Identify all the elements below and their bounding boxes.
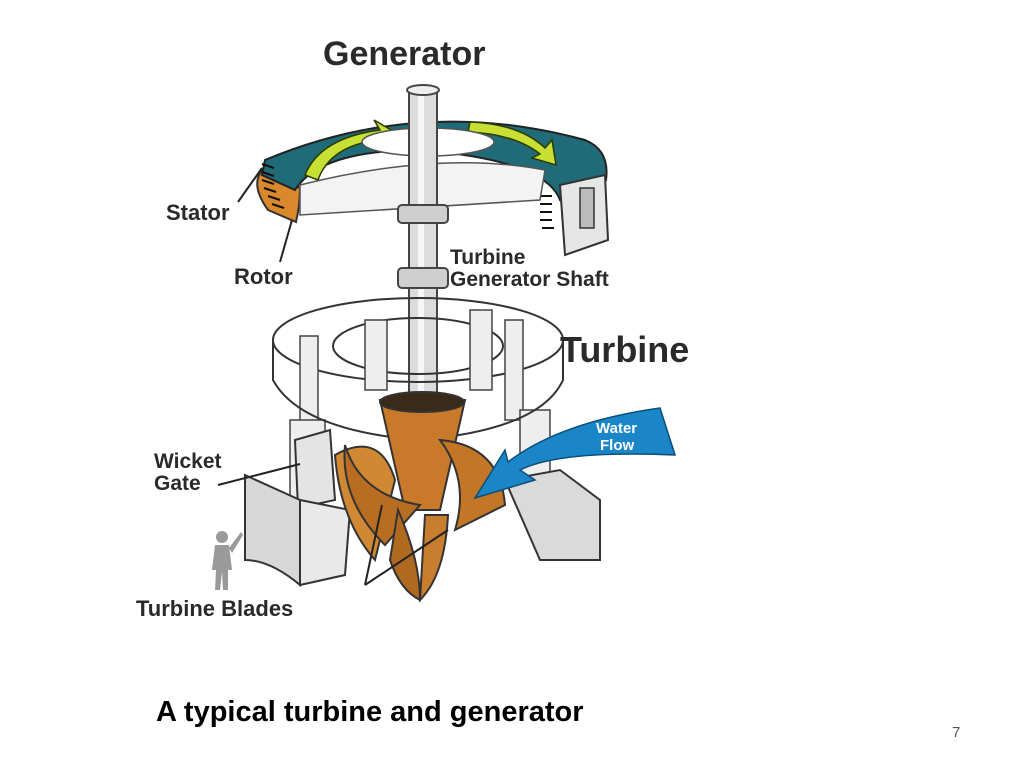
label-shaft-line2: Generator Shaft bbox=[450, 268, 609, 291]
slide-caption: A typical turbine and generator bbox=[156, 696, 584, 728]
label-turbine-blades: Turbine Blades bbox=[136, 596, 293, 621]
label-shaft-line1: Turbine bbox=[450, 246, 525, 269]
stator-coils-left bbox=[261, 163, 285, 209]
stator-coils-right bbox=[540, 195, 554, 229]
label-rotor: Rotor bbox=[234, 264, 293, 289]
turbine-blades bbox=[333, 391, 507, 603]
page-number: 7 bbox=[952, 724, 961, 741]
label-water-line1: Water bbox=[596, 420, 637, 437]
leader-lines bbox=[217, 167, 449, 586]
label-water-line2: Flow bbox=[600, 437, 634, 454]
water-flow-arrow bbox=[473, 407, 677, 500]
rotation-arrow-right bbox=[467, 121, 557, 167]
label-wicket-line2: Gate bbox=[154, 472, 201, 495]
label-stator: Stator bbox=[166, 200, 230, 225]
wicket-gate bbox=[293, 428, 337, 510]
label-turbine: Turbine bbox=[560, 329, 689, 370]
label-wicket-line1: Wicket bbox=[154, 450, 222, 473]
label-generator: Generator bbox=[323, 35, 486, 73]
housing-base-right bbox=[503, 468, 601, 561]
person-figure bbox=[212, 531, 243, 590]
